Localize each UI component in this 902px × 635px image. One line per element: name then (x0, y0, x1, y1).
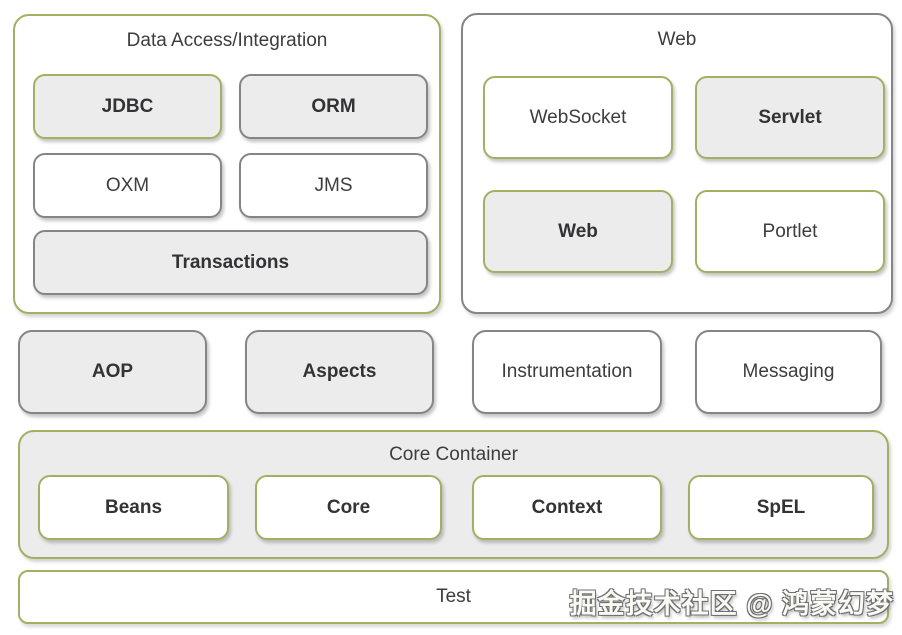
module-messaging: Messaging (695, 330, 882, 414)
module-aspects: Aspects (245, 330, 434, 414)
module-context: Context (472, 475, 662, 540)
module-transactions: Transactions (33, 230, 428, 295)
module-jdbc: JDBC (33, 74, 222, 139)
module-aop: AOP (18, 330, 207, 414)
module-instrumentation: Instrumentation (472, 330, 662, 414)
test-layer: Test (18, 570, 889, 624)
module-web: Web (483, 190, 673, 273)
data-access-integration-container: Data Access/Integration JDBC ORM OXM JMS… (13, 14, 441, 314)
module-websocket: WebSocket (483, 76, 673, 159)
test-layer-label: Test (436, 586, 471, 607)
data-access-integration-title: Data Access/Integration (126, 30, 328, 51)
core-container: Core Container Beans Core Context SpEL (18, 430, 889, 559)
module-portlet: Portlet (695, 190, 885, 273)
web-container: Web WebSocket Servlet Web Portlet (461, 13, 893, 314)
core-container-title: Core Container (389, 444, 518, 465)
module-jms: JMS (239, 153, 428, 218)
module-orm: ORM (239, 74, 428, 139)
module-servlet: Servlet (695, 76, 885, 159)
watermark-text: 掘金技术社区 @ 鸿蒙幻梦 (569, 589, 894, 619)
module-spel: SpEL (688, 475, 874, 540)
module-core: Core (255, 475, 442, 540)
module-beans: Beans (38, 475, 229, 540)
web-container-title: Web (657, 29, 697, 50)
module-oxm: OXM (33, 153, 222, 218)
